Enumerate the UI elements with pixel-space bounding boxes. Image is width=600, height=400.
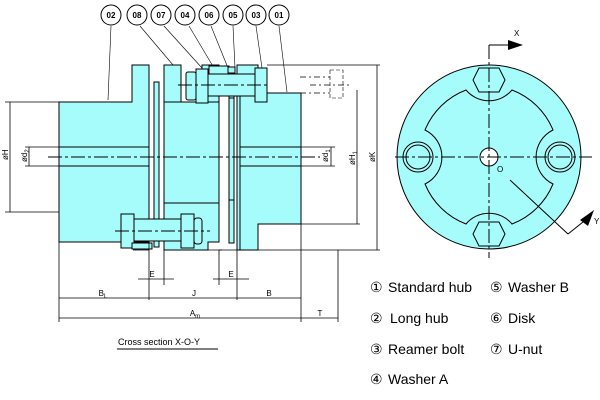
end-view-inner-profile: [424, 89, 554, 225]
dim-t: T: [318, 309, 323, 318]
callout-05: 05: [222, 4, 244, 26]
dim-e-right: E: [228, 270, 233, 279]
callout-label: 05: [229, 11, 238, 20]
dim-j: J: [192, 289, 196, 298]
leader-05: [232, 25, 236, 69]
side-section-view: øH ød2 ød1 øH1 øK E: [1, 64, 380, 322]
callout-label: 02: [107, 11, 116, 20]
legend-label: Reamer bolt: [388, 341, 464, 357]
legend-label: Long hub: [390, 310, 449, 326]
leader-04: [188, 25, 215, 69]
legend-item: ① Standard hub: [370, 279, 472, 295]
standard-hub-right: [239, 92, 302, 251]
legend-num: ⑥: [490, 310, 503, 326]
legend-item: ⑤ Washer B: [490, 279, 569, 295]
legend-num: ⑦: [490, 341, 503, 357]
dim-b: B: [266, 289, 271, 298]
legend-num: ①: [370, 279, 383, 295]
washer-a-bottom: [131, 242, 153, 250]
leader-02: [107, 25, 112, 101]
callout-08: 08: [126, 4, 148, 26]
dim-phi-h1: øH1: [348, 150, 359, 165]
callout-03: 03: [245, 4, 267, 26]
callout-01: 01: [268, 4, 290, 26]
legend-label: Disk: [508, 310, 536, 326]
washer-top: [185, 71, 197, 101]
long-hub: [58, 64, 150, 243]
end-view: X Y O: [395, 29, 600, 258]
legend-item: ③ Reamer bolt: [370, 341, 464, 357]
dim-b-l: BL: [99, 289, 108, 300]
legend-label: Standard hub: [388, 279, 472, 295]
legend-label: Washer B: [508, 279, 569, 295]
callout-07: 07: [150, 4, 172, 26]
callout-06: 06: [198, 4, 220, 26]
y-axis-arrow-line: [509, 179, 569, 235]
x-axis-arrow-icon: [508, 40, 523, 50]
legend-item: ② Long hub: [370, 310, 449, 326]
legend-item: ④ Washer A: [370, 371, 449, 387]
disk-left: [153, 81, 160, 248]
legend-item: ⑥ Disk: [490, 310, 536, 326]
callout-leaders: [107, 25, 288, 101]
washer-b-top: [227, 66, 236, 74]
washer-a-top: [208, 65, 230, 75]
y-axis-label: Y: [594, 217, 600, 226]
leader-07: [163, 25, 203, 69]
dim-e-left: E: [149, 270, 154, 279]
callout-label: 01: [275, 11, 284, 20]
callout-label: 07: [157, 11, 166, 20]
callout-label: 06: [205, 11, 214, 20]
legend-label: Washer A: [388, 371, 449, 387]
callout-04: 04: [174, 4, 196, 26]
callout-label: 08: [133, 11, 142, 20]
callout-label: 03: [252, 11, 261, 20]
legend-num: ③: [370, 341, 383, 357]
legend-num: ⑤: [490, 279, 503, 295]
dim-phi-k: øK: [368, 151, 377, 162]
u-nut-top: [195, 68, 209, 104]
leader-08: [139, 25, 174, 66]
u-nut-right-inner: [547, 144, 573, 170]
origin-label: O: [497, 165, 503, 174]
leader-01: [278, 25, 288, 93]
leader-06: [210, 25, 229, 69]
legend-num: ②: [370, 310, 383, 326]
y-axis-arrow-icon: [580, 210, 594, 226]
x-axis-label: X: [514, 29, 520, 38]
dim-phi-h: øH: [1, 149, 10, 160]
dim-a-m: Am: [190, 309, 200, 320]
callout-label: 04: [181, 11, 190, 20]
leader-03: [255, 25, 263, 69]
legend-item: ⑦ U-nut: [490, 341, 542, 357]
section-caption: Cross section X-O-Y: [118, 337, 200, 347]
legend-num: ④: [370, 371, 383, 387]
phantom-bolt: [300, 69, 352, 99]
dim-phi-d2: ød2: [20, 149, 31, 162]
legend-label: U-nut: [508, 341, 542, 357]
bolt-shank-bottom: [133, 218, 183, 242]
dim-phi-d1: ød1: [321, 149, 332, 162]
callout-02: 02: [100, 4, 122, 26]
parts-legend: ① Standard hub ② Long hub ③ Reamer bolt …: [370, 279, 569, 387]
